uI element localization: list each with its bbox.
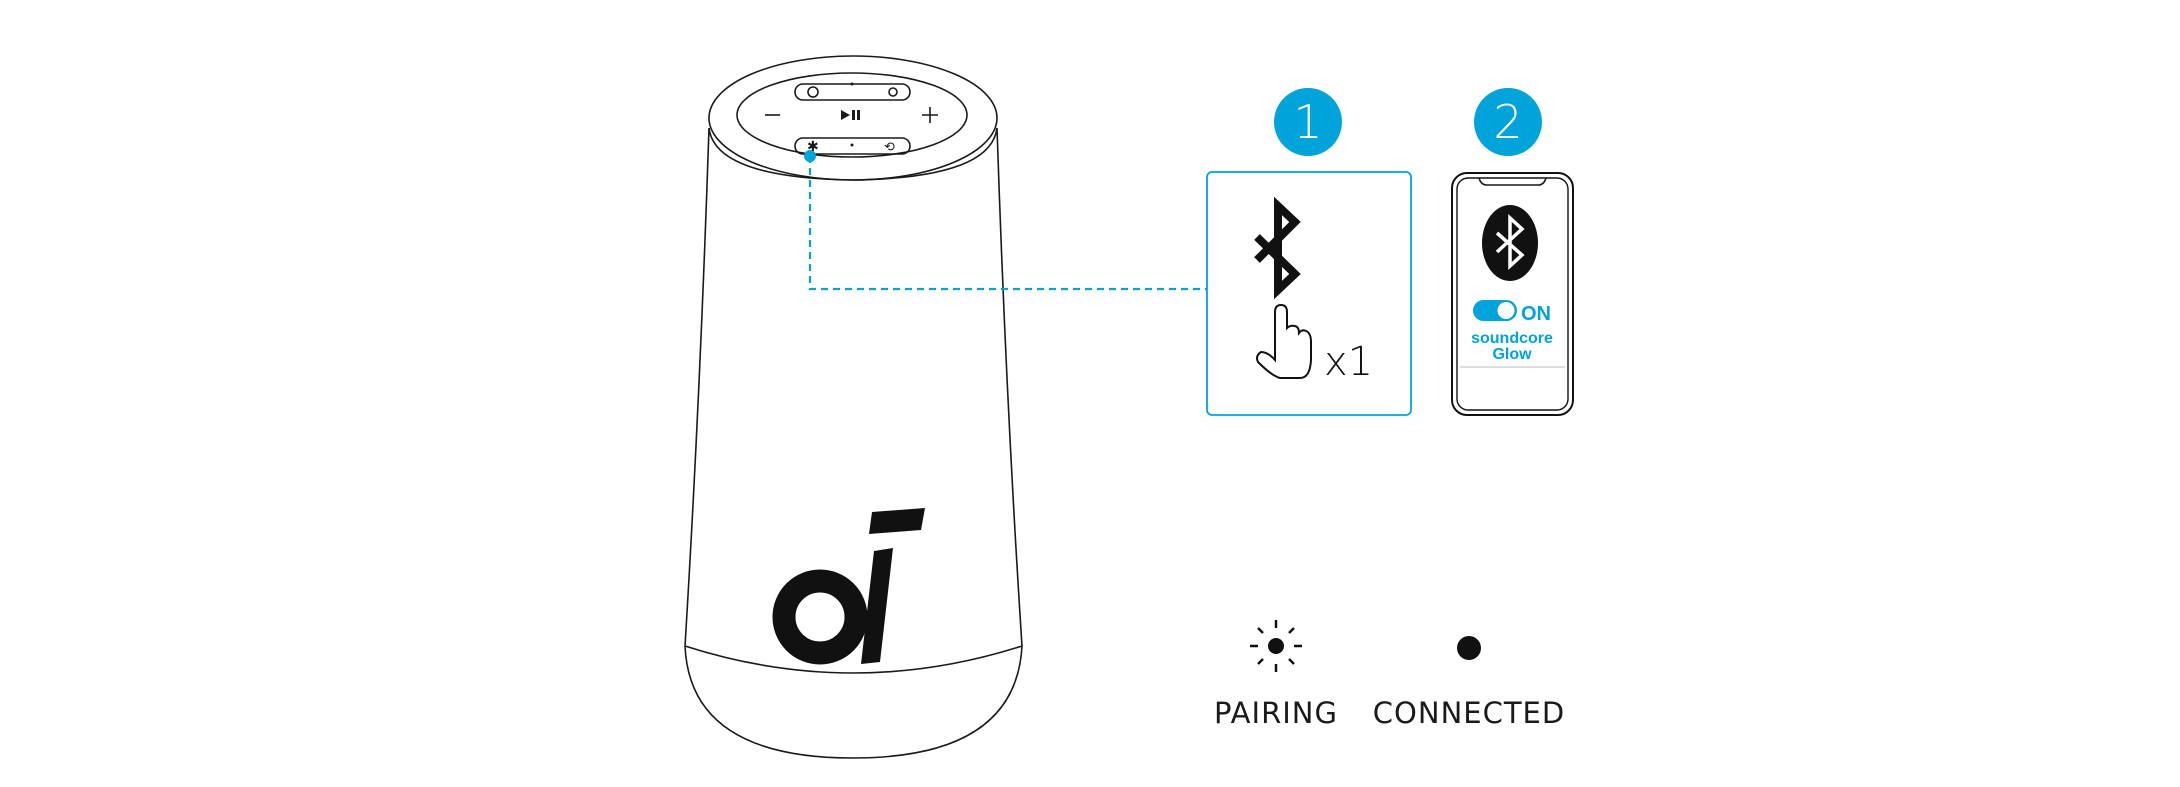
step-2-badge [1474, 88, 1542, 156]
play-pause-icon [841, 110, 860, 120]
volume-up-icon [922, 107, 938, 123]
device-name-line2[interactable]: Glow [1492, 346, 1532, 363]
device-name-line1[interactable]: soundcore [1471, 330, 1553, 347]
step-1: 1 x1 [1206, 88, 1412, 416]
pairing-label: PAIRING [1214, 696, 1338, 730]
speaker-base [684, 645, 1023, 759]
pairing-blink-icon [1250, 620, 1302, 672]
finger-press-icon [1256, 303, 1312, 379]
partyсast-icon: ⟲ [884, 139, 895, 154]
toggle-state: ON [1521, 303, 1551, 325]
press-count: x1 [1324, 339, 1373, 385]
step-1-box [1206, 171, 1412, 416]
soundcore-logo [772, 508, 925, 665]
connected-solid-icon [1457, 636, 1481, 660]
speaker-right-side [996, 127, 1023, 647]
control-panel [736, 72, 968, 158]
speaker-base-seam [684, 645, 1023, 674]
phone-outline [1451, 172, 1574, 416]
led-legend: PAIRING CONNECTED [1214, 620, 1565, 730]
speaker-illustration: ✱ ⟲ [684, 55, 1023, 759]
light-icon [888, 87, 898, 97]
phone-notch [1478, 177, 1547, 186]
step-2: 2 ON soundcore Glow [1451, 88, 1574, 416]
bluetooth-button-icon: ✱ [807, 138, 819, 154]
bottom-button-pill [794, 137, 911, 155]
speaker-left-side [684, 127, 710, 647]
power-icon [807, 86, 819, 98]
step-1-number: 1 [1293, 95, 1322, 149]
step-2-number: 2 [1493, 95, 1522, 149]
connected-label: CONNECTED [1373, 696, 1565, 730]
callout-line [808, 156, 1207, 291]
step-1-badge [1274, 88, 1342, 156]
bluetooth-icon [1254, 196, 1301, 300]
